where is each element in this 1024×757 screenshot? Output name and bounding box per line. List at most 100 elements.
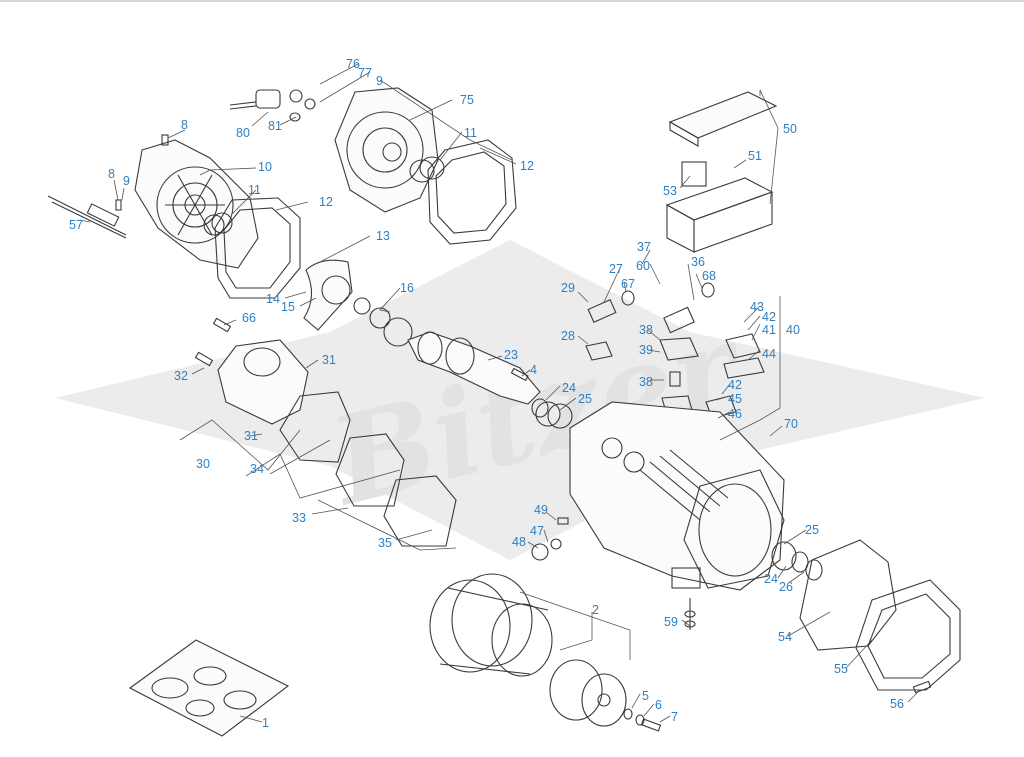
callout-60: 60: [636, 259, 650, 273]
callout-56: 56: [890, 697, 904, 711]
rotor: [549, 659, 662, 732]
solenoid-80: [229, 89, 316, 122]
callout-42: 42: [728, 378, 742, 392]
gasket-left-inner: [223, 207, 291, 289]
callout-54: 54: [778, 630, 792, 644]
callout-38: 38: [639, 323, 653, 337]
callout-33: 33: [292, 511, 306, 525]
gasket-54: [799, 539, 897, 651]
callout-40: 40: [786, 323, 800, 337]
callout-1: 1: [262, 716, 269, 730]
callout-28: 28: [561, 329, 575, 343]
callout-53: 53: [663, 184, 677, 198]
callout-81: 81: [268, 119, 282, 133]
valve-plate-33: [335, 433, 405, 507]
stator-2: [429, 573, 553, 677]
callout-13: 13: [376, 229, 390, 243]
cylinder-head-30: [194, 317, 309, 425]
screws-8-9-left: [115, 134, 169, 211]
callout-66: 66: [242, 311, 256, 325]
callout-77: 77: [358, 66, 372, 80]
callout-57: 57: [69, 218, 83, 232]
callout-6: 6: [655, 698, 662, 712]
callout-labels: 76 77 9 75 8 80 81 11 12 10 8 9 11 12 57…: [69, 57, 904, 730]
callout-29: 29: [561, 281, 575, 295]
gasket-set-1: [128, 639, 290, 737]
callout-46: 46: [728, 407, 742, 421]
end-cover-right: [334, 87, 439, 213]
callout-38: 38: [639, 375, 653, 389]
callout-5: 5: [642, 689, 649, 703]
callout-10: 10: [258, 160, 272, 174]
callout-9: 9: [376, 74, 383, 88]
callout-34: 34: [250, 462, 264, 476]
callout-37: 37: [637, 240, 651, 254]
callout-8: 8: [108, 167, 115, 181]
callout-11: 11: [248, 183, 261, 197]
callout-67: 67: [621, 277, 635, 291]
terminal-box-50: [665, 91, 778, 253]
callout-26: 26: [779, 580, 793, 594]
callout-8: 8: [181, 118, 188, 132]
end-cover-left: [134, 139, 259, 269]
callout-80: 80: [236, 126, 250, 140]
sensor-57: [47, 195, 127, 239]
callout-24: 24: [764, 572, 778, 586]
callout-30: 30: [196, 457, 210, 471]
top-border: [0, 0, 1024, 2]
stud-59: [684, 598, 696, 630]
leader-lines: [79, 63, 919, 723]
callout-14: 14: [266, 292, 280, 306]
callout-2: 2: [592, 603, 599, 617]
callout-76: 76: [346, 57, 360, 71]
callout-47: 47: [530, 524, 544, 538]
callout-25: 25: [578, 392, 592, 406]
parts-line-art: [47, 87, 961, 737]
callout-31: 31: [322, 353, 336, 367]
bearing-24-25: [531, 398, 573, 429]
valve-assembly-27: [585, 290, 635, 361]
callout-59: 59: [664, 615, 678, 629]
callout-44: 44: [762, 347, 776, 361]
bushing-left: [203, 212, 233, 236]
callout-48: 48: [512, 535, 526, 549]
callout-15: 15: [281, 300, 295, 314]
gasket-34: [279, 391, 351, 463]
screw-56: [912, 680, 932, 694]
callout-16: 16: [400, 281, 414, 295]
cover-55-inner: [867, 593, 951, 679]
callout-70: 70: [784, 417, 798, 431]
callout-50: 50: [783, 122, 797, 136]
callout-24: 24: [562, 381, 576, 395]
callout-45: 45: [728, 392, 742, 406]
callout-35: 35: [378, 536, 392, 550]
cover-55: [855, 579, 961, 691]
callout-11: 11: [464, 126, 477, 140]
crankshaft-23: [407, 331, 541, 405]
gasket-35: [383, 475, 457, 547]
callout-42: 42: [762, 310, 776, 324]
gasket-left: [214, 197, 301, 299]
callout-12: 12: [520, 159, 534, 173]
gasket-right-inner: [435, 151, 507, 234]
callout-9: 9: [123, 174, 130, 188]
rings-16: [353, 297, 413, 347]
callout-4: 4: [530, 363, 537, 377]
gasket-right: [427, 139, 517, 245]
callout-25: 25: [805, 523, 819, 537]
oil-plug-48: [531, 517, 569, 561]
callout-55: 55: [834, 662, 848, 676]
callout-23: 23: [504, 348, 518, 362]
callout-32: 32: [174, 369, 188, 383]
callout-49: 49: [534, 503, 548, 517]
bushing-right: [409, 156, 445, 183]
callout-75: 75: [460, 93, 474, 107]
callout-68: 68: [702, 269, 716, 283]
callout-7: 7: [671, 710, 678, 724]
callout-51: 51: [748, 149, 762, 163]
thrust-washer-13: [303, 259, 353, 331]
callout-41: 41: [762, 323, 776, 337]
callout-36: 36: [691, 255, 705, 269]
callout-31: 31: [244, 429, 258, 443]
